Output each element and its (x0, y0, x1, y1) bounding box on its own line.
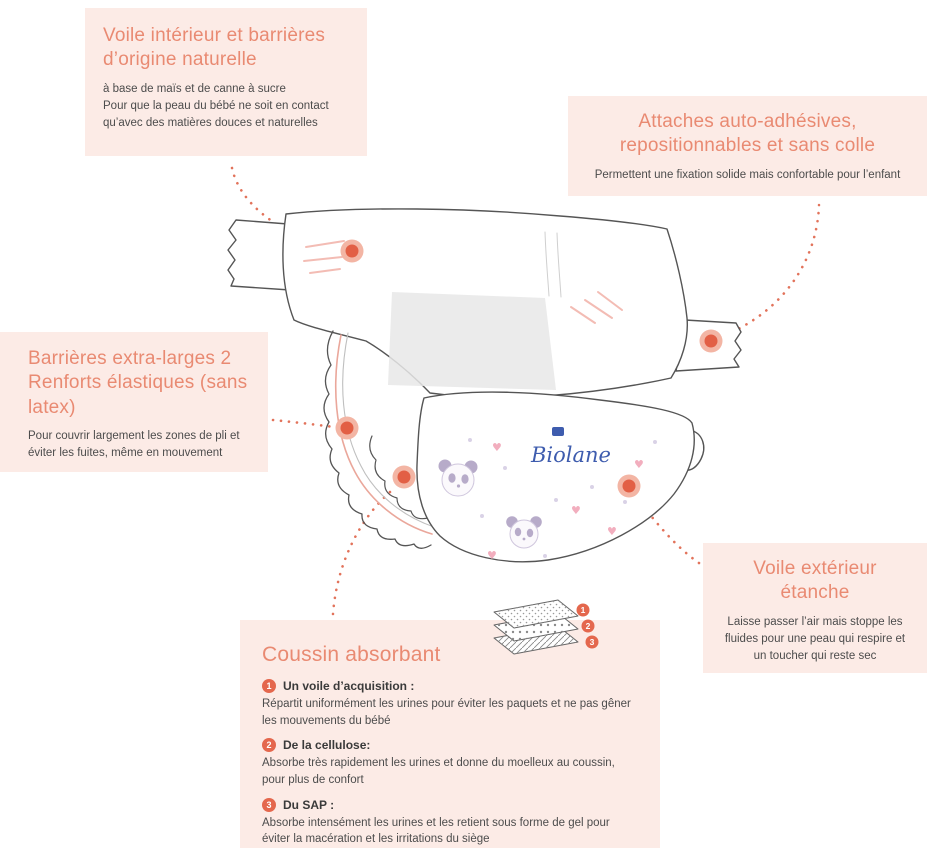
absorbent-item-2: 2 De la cellulose: Absorbe très rapideme… (262, 738, 638, 788)
callout-natural-veil-title: Voile intérieur et barrières d’origine n… (103, 25, 326, 71)
diaper-pad-shadow (388, 292, 556, 390)
callout-outer-veil: Voile extérieur étanche Laisse passer l’… (703, 543, 927, 673)
absorbent-item-1-desc: Répartit uniformément les urines pour év… (262, 697, 631, 727)
absorbent-item-1: 1 Un voile d’acquisition : Répartit unif… (262, 678, 638, 729)
svg-text:♥: ♥ (571, 504, 581, 517)
cuff-line-gray (342, 332, 435, 528)
leader-natural-veil (230, 166, 340, 251)
svg-text:♥: ♥ (634, 458, 644, 471)
marker-outer-veil (617, 474, 641, 498)
absorbent-item-3-label: Du SAP : (283, 797, 335, 812)
scallop-edge-outer (323, 330, 432, 549)
diaper-right-tab (675, 319, 742, 372)
callout-natural-veil-line1: à base de maïs et de canne à sucre (103, 82, 286, 95)
leader-adhesive-tabs (721, 203, 821, 338)
svg-text:♥: ♥ (607, 525, 617, 538)
callout-adhesive-tabs-body: Permettent une fixation solide mais conf… (594, 168, 901, 181)
diaper-drawing (227, 208, 742, 563)
heart-prints: ♥ ♥ ♥ ♥ ♥ (487, 441, 644, 562)
step-1-badge: 1 (262, 678, 276, 693)
callout-outer-veil-body: Laisse passer l’air mais stoppe les flui… (724, 615, 906, 663)
channel-line-2 (556, 232, 562, 298)
marker-natural-veil (340, 239, 364, 263)
step-2-badge: 2 (262, 738, 276, 753)
channel-line-1 (544, 231, 550, 297)
scallop-edge-inner (369, 435, 429, 520)
absorbent-item-2-label: De la cellulose: (283, 738, 371, 753)
diaper-back-panel (282, 208, 689, 399)
marker-elastic-barrier (335, 416, 359, 440)
callout-natural-veil-body: à base de maïs et de canne à sucre Pour … (103, 81, 349, 133)
front-panel-print: ♥ ♥ ♥ ♥ ♥ Biolane (438, 427, 657, 562)
callout-natural-veil-line2: Pour que la peau du bébé ne soit en cont… (103, 99, 329, 112)
absorbent-item-1-label: Un voile d’acquisition : (283, 678, 415, 693)
callout-elastic-barriers-title: Barrières extra-larges 2 Renforts élasti… (28, 348, 248, 418)
svg-text:♥: ♥ (492, 441, 502, 454)
leader-elastic-barriers (271, 418, 336, 429)
pink-streaks (303, 240, 623, 324)
absorbent-item-2-desc: Absorbe très rapidement les urines et do… (262, 757, 615, 786)
biolane-logo-text: Biolane (530, 443, 611, 467)
panda-face-2 (506, 516, 542, 549)
leader-absorbent-core (331, 485, 398, 616)
callout-elastic-barriers: Barrières extra-larges 2 Renforts élasti… (0, 332, 268, 472)
panda-face-1 (438, 459, 478, 497)
absorbent-item-2-head: 2 De la cellulose: (262, 738, 638, 753)
diaper-left-tab (227, 219, 291, 291)
callout-outer-veil-title: Voile extérieur étanche (753, 558, 877, 604)
layer-1-number: 1 (581, 605, 586, 615)
callout-natural-veil-line3: qu’avec des matières douces et naturelle… (103, 117, 318, 130)
absorbent-item-3-desc: Absorbe intensément les urines et les re… (262, 816, 610, 846)
diaper-front-tab (685, 429, 705, 471)
leader-outer-veil (635, 496, 701, 565)
callout-natural-veil: Voile intérieur et barrières d’origine n… (85, 8, 367, 156)
dot-prints (468, 438, 657, 558)
absorbent-item-3-head: 3 Du SAP : (262, 797, 638, 812)
diaper-front-panel (416, 391, 695, 563)
svg-text:♥: ♥ (487, 549, 497, 562)
callout-adhesive-tabs: Attaches auto-adhésives, repositionnable… (568, 96, 927, 196)
cuff-line-pink (334, 334, 433, 535)
callout-adhesive-tabs-title: Attaches auto-adhésives, repositionnable… (619, 111, 876, 157)
feature-markers (335, 239, 723, 498)
marker-adhesive-tab (699, 329, 723, 353)
biolane-logo: Biolane (530, 427, 611, 467)
absorbent-item-1-head: 1 Un voile d’acquisition : (262, 678, 638, 693)
absorbent-item-3: 3 Du SAP : Absorbe intensément les urine… (262, 797, 638, 848)
marker-absorbent-core (392, 465, 416, 489)
step-3-badge: 3 (262, 797, 276, 812)
callout-absorbent-core-title: Coussin absorbant (262, 643, 441, 666)
callout-absorbent-core: Coussin absorbant 1 Un voile d’acquisiti… (240, 620, 660, 848)
callout-elastic-barriers-body: Pour couvrir largement les zones de pli … (28, 429, 240, 460)
